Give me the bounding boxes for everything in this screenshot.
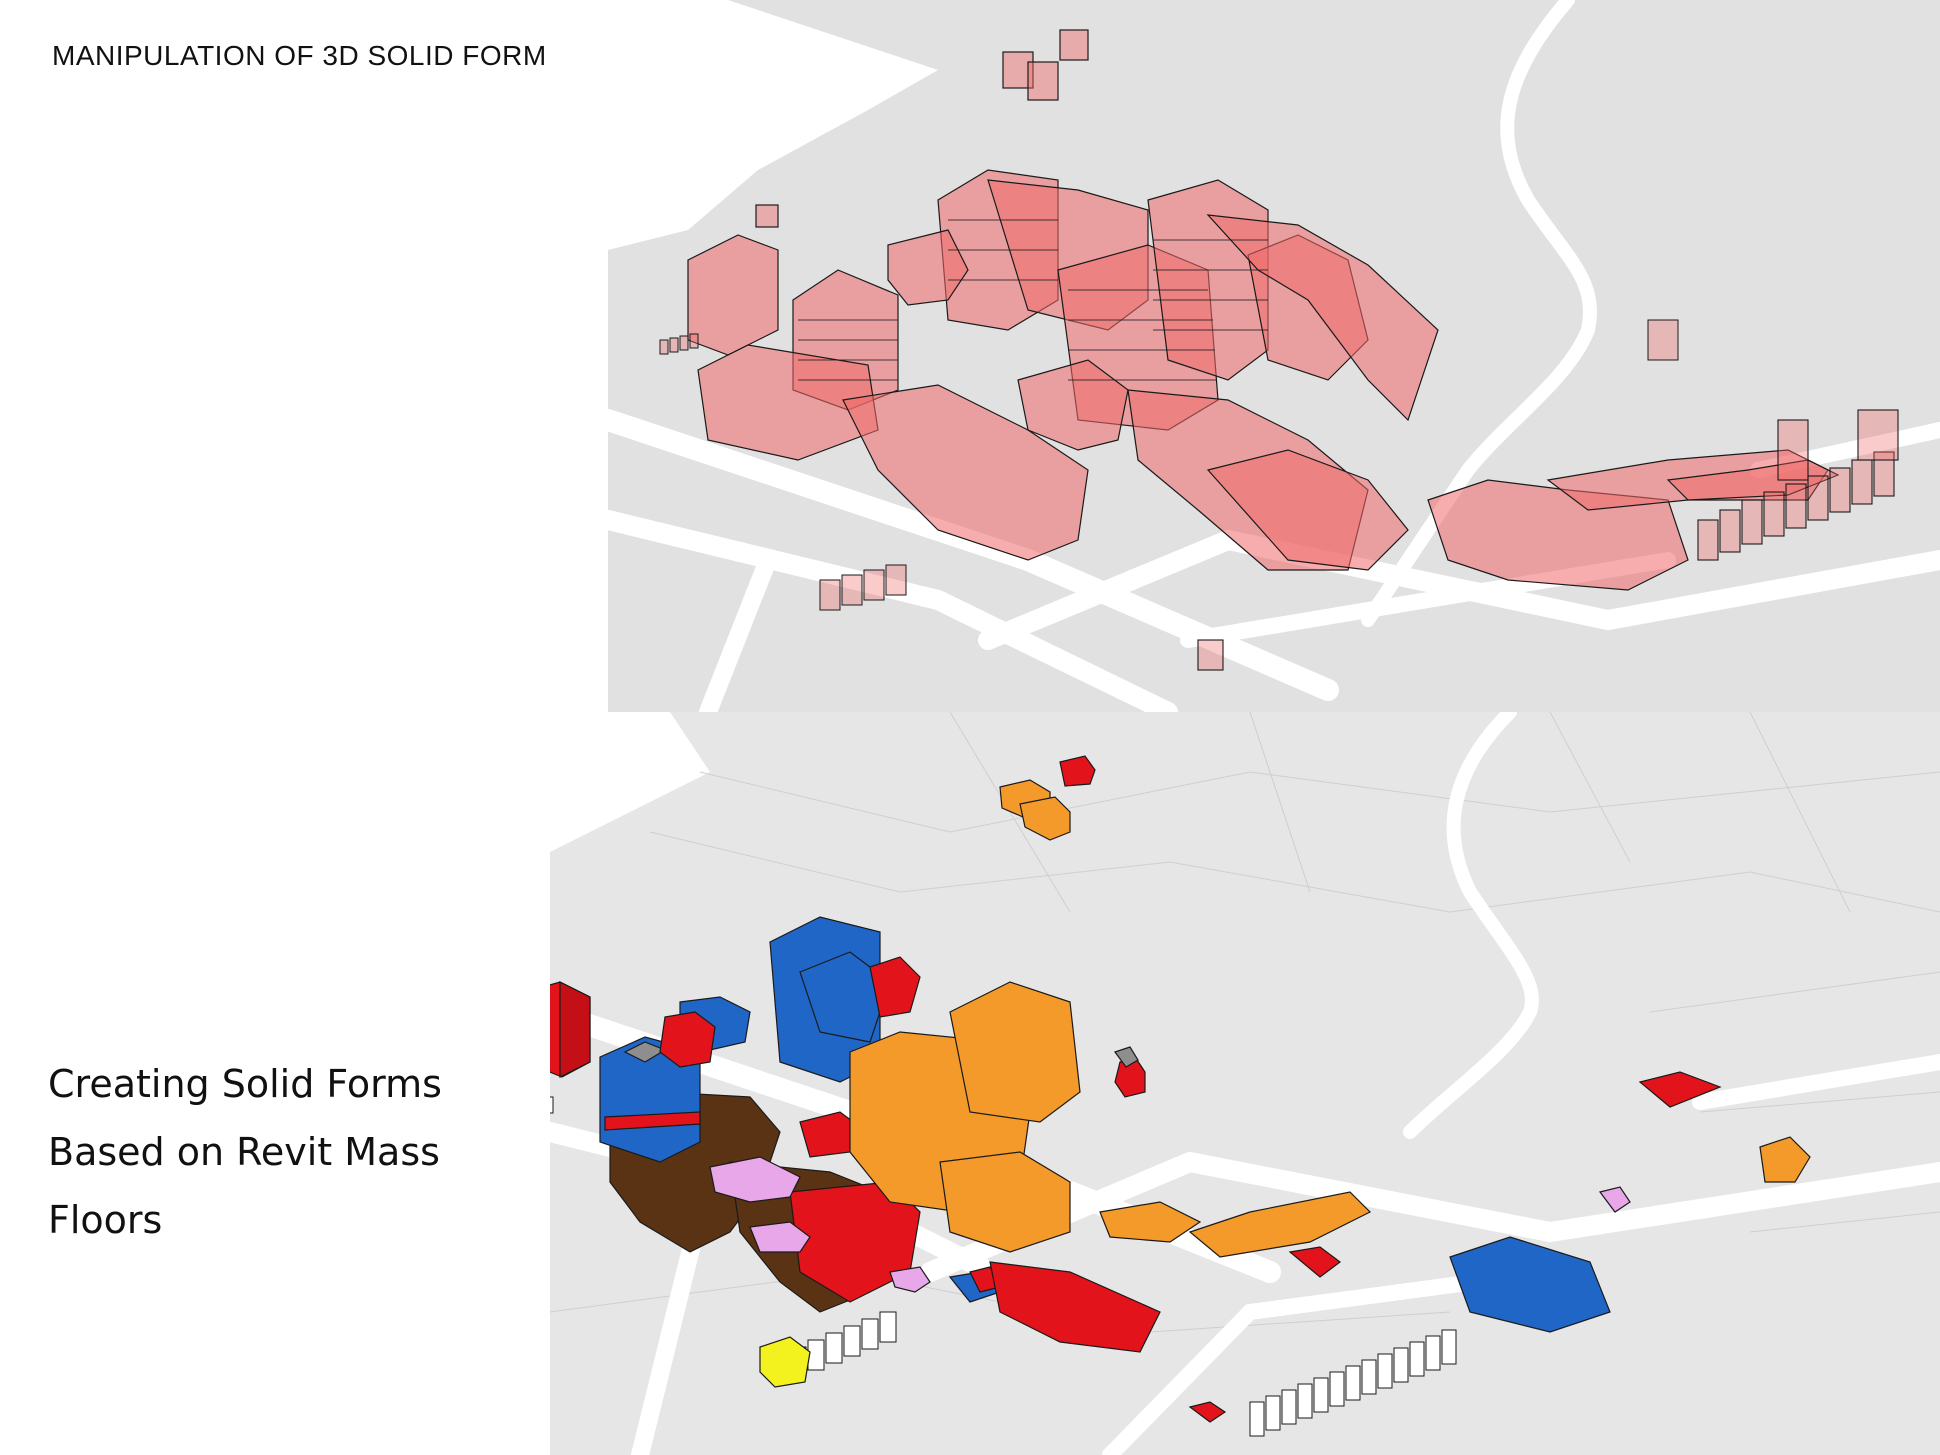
mass-row-east <box>1197 409 1899 671</box>
mass-floor-lines <box>798 219 1268 381</box>
solid-forms-view <box>550 712 1940 1455</box>
form-red-tower <box>550 981 591 1078</box>
form-pink-masses <box>709 1156 1631 1293</box>
caption-line-2: Based on Revit Mass <box>48 1130 440 1174</box>
form-yellow-mass <box>759 1336 811 1388</box>
caption-line-3: Floors <box>48 1198 163 1242</box>
form-north-cluster <box>999 755 1146 1098</box>
caption: Creating Solid Forms Based on Revit Mass… <box>48 1050 442 1254</box>
mass-cluster-north <box>755 29 1089 228</box>
mass-row-west <box>659 319 1679 611</box>
transparent-mass-view <box>608 0 1940 712</box>
mass-campus-main <box>687 169 1840 591</box>
slide-title: MANIPULATION OF 3D SOLID FORM <box>52 40 547 71</box>
form-orange-masses <box>849 981 1811 1258</box>
form-red-blocks <box>659 956 1722 1423</box>
caption-line-1: Creating Solid Forms <box>48 1062 442 1106</box>
